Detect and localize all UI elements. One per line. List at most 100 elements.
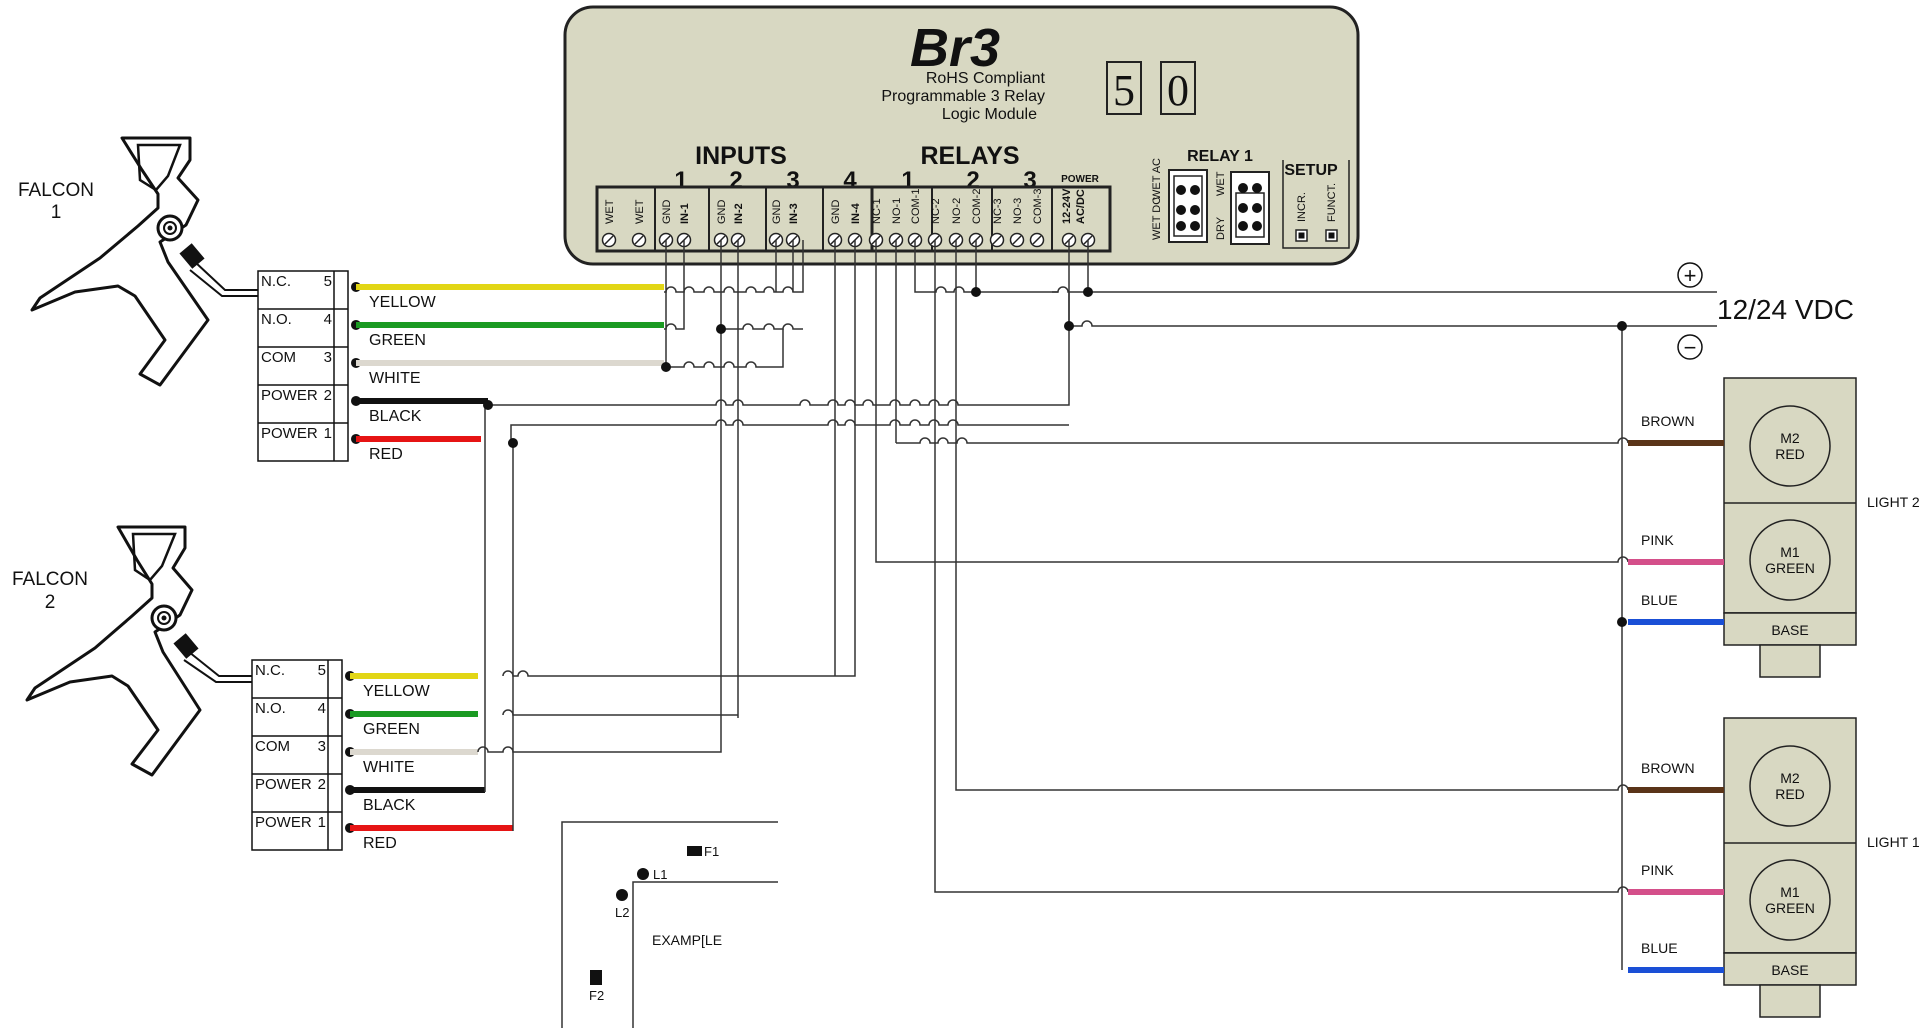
light-wire-blue: BLUE (1628, 940, 1724, 973)
supply-voltage-label: 12/24 VDC (1717, 294, 1854, 325)
example-l1-dot (637, 868, 649, 880)
module-line1: RoHS Compliant (926, 70, 1046, 87)
terminal-screws (601, 232, 1096, 248)
terminal-label-in-3: IN-3 (788, 203, 800, 224)
power-heading: POWER (1061, 174, 1100, 185)
terminal-label-wet: WET (604, 199, 616, 224)
supply-labels: + − 12/24 VDC (1677, 262, 1854, 360)
light-wire-label: BROWN (1641, 760, 1695, 776)
terminal-screw (989, 232, 1005, 248)
light-base-label: BASE (1771, 622, 1808, 638)
terminal-label-gnd: GND (716, 200, 728, 225)
terminal-label-no-1: NO-1 (891, 198, 903, 224)
wire-label-black: BLACK (363, 797, 416, 814)
wire-label-red: RED (363, 835, 397, 852)
light-module-id: M1 (1780, 884, 1800, 900)
jumper-label-wet-dc: WET DC (1151, 197, 1163, 240)
terminal-label-com-3: COM-3 (1032, 189, 1044, 224)
falcon-2-label: FALCON (12, 569, 88, 590)
connector-pin-name: COM (255, 738, 290, 755)
setup-label-incr: INCR. (1296, 192, 1308, 222)
example-l1-label: L1 (653, 867, 667, 882)
input-number-2: 2 (729, 167, 742, 194)
terminal-label-12-24v: 12-24V (1061, 188, 1073, 224)
connector-pin-name: POWER (255, 776, 312, 793)
wire-label-yellow: YELLOW (369, 294, 437, 311)
terminal-label-in-4: IN-4 (850, 202, 862, 224)
connector-pin-number: 3 (318, 738, 326, 755)
display-digit-box-1 (1106, 61, 1142, 115)
wire-f2-yellow (502, 292, 856, 677)
light-wire-label: PINK (1641, 532, 1674, 548)
connector-pin-number: 2 (324, 387, 332, 404)
supply-minus-symbol (1677, 334, 1703, 360)
terminal-label-nc-3: NC-3 (992, 198, 1004, 224)
light-module-id: M2 (1780, 430, 1800, 446)
light-name-label: LIGHT 1 (1867, 834, 1919, 850)
connector-pin-name: N.C. (261, 273, 291, 290)
example-outline (561, 821, 778, 1028)
light-mount (1759, 984, 1821, 1018)
light-module-id: M1 (1780, 544, 1800, 560)
light-base-label: BASE (1771, 962, 1808, 978)
setup-area: INCR. FUNCT. (1282, 160, 1350, 249)
light-wire-label: BLUE (1641, 940, 1678, 956)
light-wire-label: PINK (1641, 862, 1674, 878)
connector-pin-number: 1 (318, 814, 326, 831)
connector-pin-name: POWER (261, 425, 318, 442)
example-f1-block (687, 846, 702, 856)
terminal-label-com-1: COM-1 (910, 189, 922, 224)
example-f1-label: F1 (704, 844, 719, 859)
light-wire-label: BLUE (1641, 592, 1678, 608)
jumper-label-dry: DRY (1215, 216, 1227, 240)
module-brand: Br3 (910, 18, 1000, 78)
connector-pin-number: 5 (324, 273, 332, 290)
relays-heading: RELAYS (920, 142, 1019, 170)
jumper-label-wet-ac: WET AC (1151, 158, 1163, 200)
example-l2-label: L2 (615, 905, 629, 920)
light-wire-label: BROWN (1641, 413, 1695, 429)
falcon-1-label: FALCON (18, 180, 94, 201)
terminal-label-in-1: IN-1 (679, 203, 691, 224)
display-digit-2: 0 (1167, 66, 1189, 115)
falcon-2-tool: FALCON 2 (12, 525, 252, 777)
supply-plus-text: + (1684, 263, 1697, 288)
light-wire-pink: PINK (1628, 862, 1724, 895)
inputs-heading: INPUTS (695, 142, 787, 170)
terminal-label-no-2: NO-2 (951, 198, 963, 224)
terminal-label-nc-2: NC-2 (930, 198, 942, 224)
example-f2-block (590, 970, 602, 985)
terminal-label-gnd: GND (771, 200, 783, 225)
light-module-color: RED (1775, 446, 1805, 462)
falcon-1-plug (179, 243, 205, 269)
light-name-label: LIGHT 2 (1867, 494, 1919, 510)
connector-pin-name: POWER (255, 814, 312, 831)
junction-dots (483, 287, 1627, 627)
module-line2: Programmable 3 Relay (881, 88, 1045, 105)
module-housing (563, 5, 1360, 266)
example-inner-path (632, 881, 778, 1028)
jumper-label-wet: WET (1215, 171, 1227, 196)
jumper-block-right (1230, 171, 1270, 245)
connector-pin-number: 4 (318, 700, 326, 717)
falcon-2-plug (173, 633, 199, 659)
connector-pin-name: COM (261, 349, 296, 366)
terminal-label-nc-1: NC-1 (871, 198, 883, 224)
wire-label-white: WHITE (363, 759, 415, 776)
wire-label-green: GREEN (363, 721, 420, 738)
connector-housing (257, 270, 349, 462)
connector-pin-name: POWER (261, 387, 318, 404)
falcon-1-number: 1 (51, 202, 62, 223)
relay1-jumpers: WET AC WET DC WET DRY (1151, 158, 1270, 245)
